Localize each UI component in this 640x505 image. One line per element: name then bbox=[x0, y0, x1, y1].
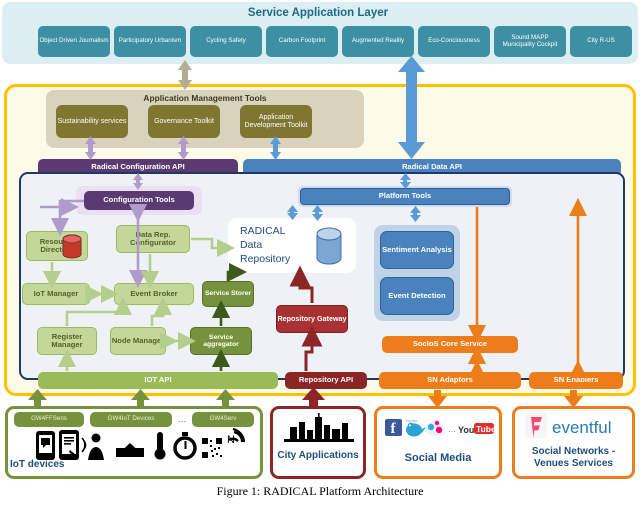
youtube-icon: You Tube bbox=[458, 423, 496, 435]
qr-code-icon bbox=[202, 438, 222, 458]
service-application-layer-title: Service Application Layer bbox=[247, 6, 389, 19]
amt-box-governance-toolkit[interactable]: Governance Toolkit bbox=[148, 105, 220, 138]
app-box-object-driven-journalism[interactable]: Object Driven Journalism bbox=[38, 26, 110, 57]
gateway-gw4ffsens[interactable]: GW4FFSens bbox=[14, 412, 84, 427]
sn-adaptors-bar[interactable]: SN Adaptors bbox=[379, 372, 521, 389]
thermometer-icon bbox=[154, 432, 166, 460]
configuration-tools-box[interactable]: Configuration Tools bbox=[84, 191, 194, 210]
city-skyline-icon bbox=[284, 413, 354, 442]
application-management-tools-title: Application Management Tools bbox=[143, 92, 267, 103]
facebook-icon: f bbox=[385, 419, 402, 437]
stopwatch-icon bbox=[173, 432, 197, 460]
gateway-ellipsis: … bbox=[177, 413, 187, 424]
radical-data-api-bar[interactable]: Radical Data API bbox=[243, 159, 621, 176]
repository-api-bar[interactable]: Repository API bbox=[285, 372, 367, 389]
iot-api-bar[interactable]: IOT API bbox=[38, 372, 278, 389]
app-box-carbon-footprint[interactable]: Carbon Footprint bbox=[266, 26, 338, 57]
svg-text:N: N bbox=[227, 434, 235, 446]
database-cylinder-icon-red bbox=[62, 234, 82, 259]
app-box-cycling-safety[interactable]: Cycling Safety bbox=[190, 26, 262, 57]
person-sensor-icon bbox=[81, 433, 104, 460]
social-media-label: Social Media bbox=[404, 452, 472, 464]
event-broker-box[interactable]: Event Broker bbox=[114, 283, 194, 305]
svg-text:Tube: Tube bbox=[476, 424, 496, 434]
foursquare-eventful-logos: eventful bbox=[525, 413, 612, 438]
socios-core-service-bar[interactable]: SocIoS Core Service bbox=[382, 336, 518, 353]
event-detection-box[interactable]: Event Detection bbox=[380, 277, 454, 315]
svg-text:twitter: twitter bbox=[406, 418, 418, 423]
tablet-form-icon bbox=[59, 430, 79, 460]
social-media-logos: f twitter … You Tube bbox=[385, 418, 496, 437]
service-storer-box[interactable]: Service Storer bbox=[202, 281, 254, 307]
app-box-eco-conciousness[interactable]: Eco-Conciousness bbox=[418, 26, 490, 57]
app-box-city-r-us[interactable]: City R-US bbox=[570, 26, 632, 57]
app-box-sound-mapp-municipality-cockpit[interactable]: Sound MAPP Municipality Cockpit bbox=[494, 26, 566, 57]
foursquare-icon bbox=[525, 413, 547, 438]
svg-text:f: f bbox=[391, 421, 397, 437]
iot-manager-box[interactable]: IoT Manager bbox=[22, 283, 90, 305]
app-box-augmented-reality[interactable]: Augmented Reality bbox=[342, 26, 414, 57]
nfc-signal-icon: N bbox=[227, 428, 246, 446]
social-media-ellipsis: … bbox=[448, 425, 456, 434]
app-box-participatory-urbanism[interactable]: Participatory Urbanism bbox=[114, 26, 186, 57]
eventful-wordmark: eventful bbox=[552, 418, 612, 437]
gateway-gw4serv[interactable]: GW4Serv bbox=[192, 412, 254, 427]
platform-tools-bar[interactable]: Platform Tools bbox=[300, 188, 510, 205]
amt-box-application-development-toolkit[interactable]: Application Development Toolkit bbox=[240, 105, 312, 138]
iot-device-icons: N bbox=[36, 428, 246, 460]
flickr-icon bbox=[425, 420, 445, 436]
database-cylinder-icon-blue bbox=[316, 227, 342, 265]
amt-box-sustainability-services[interactable]: Sustainability services bbox=[56, 105, 128, 138]
social-networks-label: Social Networks - Venues Services bbox=[531, 446, 616, 469]
sn-enablers-bar[interactable]: SN Enablers bbox=[529, 372, 623, 389]
gateway-gw4iot-devices[interactable]: GW4IoT Devices bbox=[90, 412, 172, 427]
svg-text:You: You bbox=[458, 425, 474, 435]
city-applications-label: City Applications bbox=[277, 450, 359, 461]
service-aggregator-box[interactable]: Service aggregator bbox=[190, 327, 252, 355]
sentiment-analysis-box[interactable]: Sentiment Analysis bbox=[380, 231, 454, 269]
iot-devices-label: IoT devices bbox=[10, 459, 65, 470]
radical-configuration-api-bar[interactable]: Radical Configuration API bbox=[38, 159, 238, 176]
data-rep-configurator-box[interactable]: Data Rep. Configurator bbox=[116, 225, 190, 253]
repository-gateway-box[interactable]: Repository Gateway bbox=[276, 305, 348, 333]
radical-data-repository-label: RADICAL Data Repository bbox=[240, 225, 291, 265]
node-manager-box[interactable]: Node Manager bbox=[110, 327, 166, 355]
cloud-upload-icon bbox=[116, 443, 144, 457]
smartphone-message-icon bbox=[36, 431, 55, 460]
register-manager-box[interactable]: Register Manager bbox=[37, 327, 97, 355]
twitter-icon: twitter bbox=[406, 418, 426, 437]
figure-caption: Figure 1: RADICAL Platform Architecture bbox=[216, 484, 424, 498]
